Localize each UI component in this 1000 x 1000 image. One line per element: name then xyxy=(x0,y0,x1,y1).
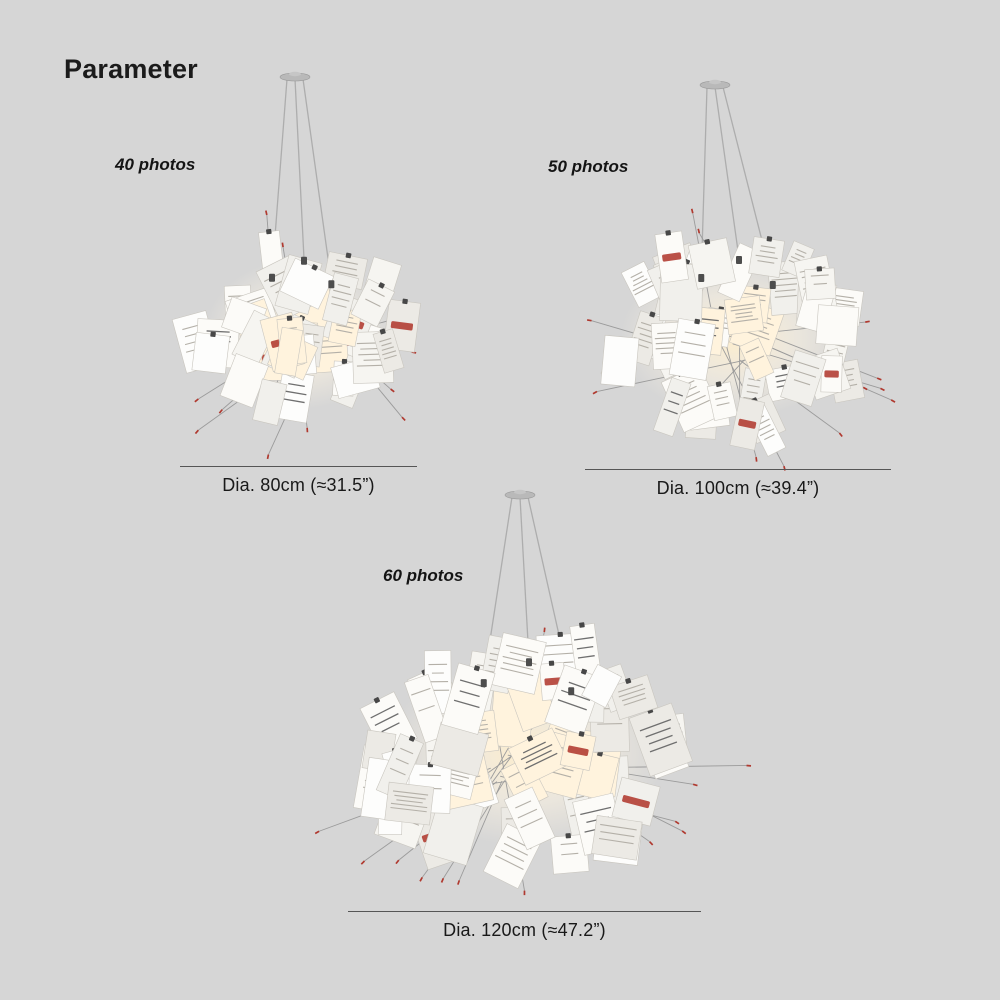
photo-count-label-50: 50 photos xyxy=(548,157,629,176)
page-title: Parameter xyxy=(64,54,198,84)
dimension-line-40 xyxy=(180,466,417,467)
chandelier-image-60-photos xyxy=(314,489,752,896)
diameter-caption-50: Dia. 100cm (≈39.4”) xyxy=(656,478,820,498)
dimension-line-50 xyxy=(585,469,891,470)
diameter-caption-40: Dia. 80cm (≈31.5”) xyxy=(222,475,375,495)
chandelier-image-40-photos xyxy=(171,71,421,460)
chandelier-image-50-photos xyxy=(586,79,896,471)
dimension-line-60 xyxy=(348,911,701,912)
photo-count-label-60: 60 photos xyxy=(383,566,464,585)
photo-count-label-40: 40 photos xyxy=(115,155,196,174)
diameter-caption-60: Dia. 120cm (≈47.2”) xyxy=(443,920,606,940)
